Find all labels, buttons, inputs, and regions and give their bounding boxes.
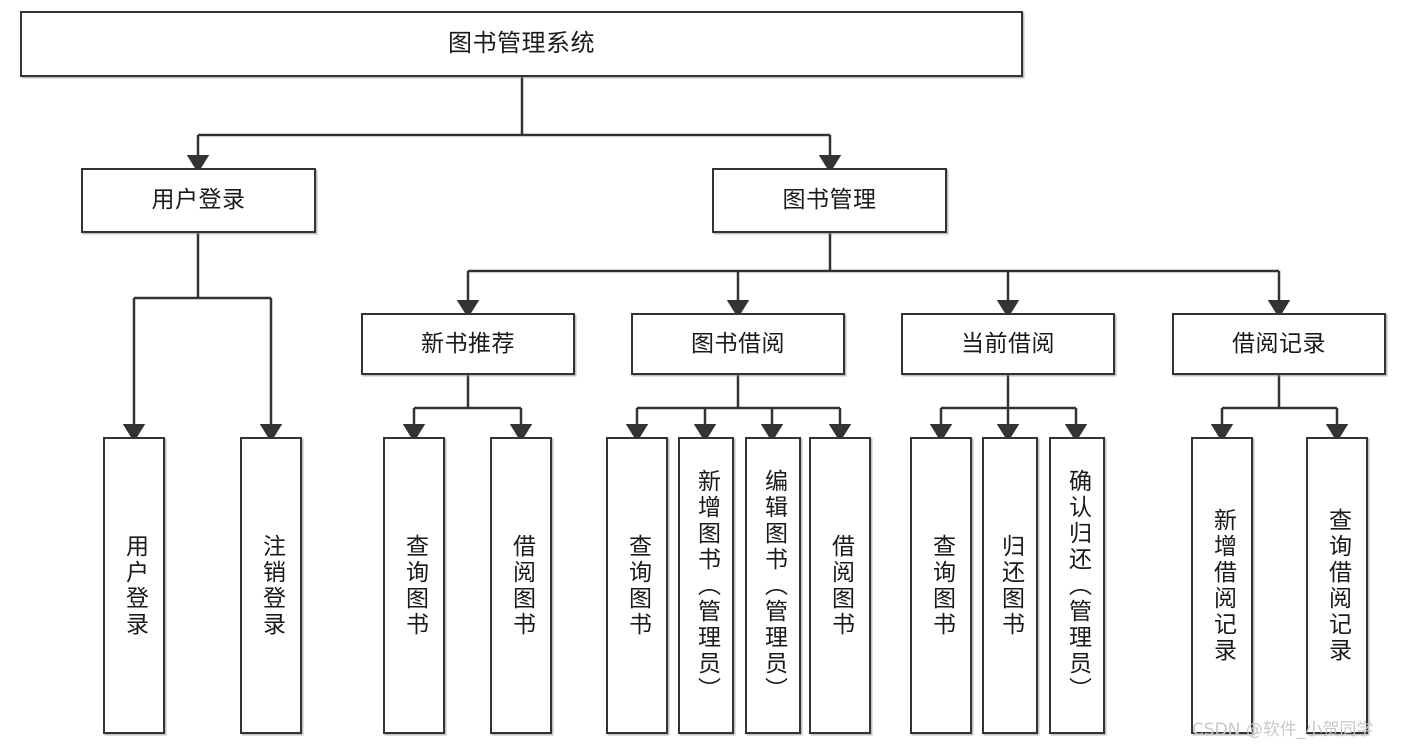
node-label: 用户登录 (151, 187, 246, 214)
node-label: 借阅记录 (1232, 330, 1326, 357)
leaf-user-login-login[interactable]: 用户登录 (103, 437, 165, 734)
node-label: 借阅图书 (508, 533, 535, 638)
node-label: 图书管理系统 (448, 29, 595, 58)
node-new-book-recommend[interactable]: 新书推荐 (361, 313, 575, 375)
node-label: 查询图书 (624, 533, 651, 638)
node-label: 图书借阅 (691, 330, 785, 357)
node-label: 图书管理 (782, 187, 877, 214)
node-current-borrow[interactable]: 当前借阅 (901, 313, 1115, 375)
leaf-book-borrow-borrow-books[interactable]: 借阅图书 (809, 437, 871, 734)
node-label: 借阅图书 (827, 533, 854, 638)
leaf-borrow-record-query-record[interactable]: 查询借阅记录 (1306, 437, 1368, 734)
leaf-new-book-borrow-books[interactable]: 借阅图书 (490, 437, 552, 734)
node-root-book-management-system[interactable]: 图书管理系统 (20, 11, 1023, 77)
leaf-borrow-record-add-record[interactable]: 新增借阅记录 (1191, 437, 1253, 734)
leaf-book-borrow-edit-book-admin[interactable]: 编辑图书（管理员） (745, 437, 801, 734)
leaf-current-borrow-query-books[interactable]: 查询图书 (910, 437, 972, 734)
node-label: 注销登录 (258, 533, 285, 638)
node-label: 用户登录 (121, 533, 148, 638)
node-label: 新书推荐 (421, 330, 515, 357)
leaf-book-borrow-add-book-admin[interactable]: 新增图书（管理员） (678, 437, 734, 734)
node-user-login[interactable]: 用户登录 (81, 168, 316, 233)
leaf-user-login-logout[interactable]: 注销登录 (240, 437, 302, 734)
node-label: 查询图书 (928, 533, 955, 638)
node-label: 当前借阅 (961, 330, 1055, 357)
leaf-current-borrow-return-books[interactable]: 归还图书 (982, 437, 1038, 734)
node-borrow-record[interactable]: 借阅记录 (1172, 313, 1386, 375)
node-label: 查询借阅记录 (1324, 507, 1351, 664)
node-label: 确认归还（管理员） (1064, 468, 1091, 703)
node-book-management[interactable]: 图书管理 (712, 168, 947, 233)
leaf-book-borrow-query-books[interactable]: 查询图书 (606, 437, 668, 734)
node-book-borrow[interactable]: 图书借阅 (631, 313, 845, 375)
csdn-watermark: CSDN @软件_小贺同学 (1192, 720, 1374, 740)
leaf-current-borrow-confirm-return-admin[interactable]: 确认归还（管理员） (1049, 437, 1105, 734)
node-label: 查询图书 (401, 533, 428, 638)
leaf-new-book-query-books[interactable]: 查询图书 (383, 437, 445, 734)
node-label: 新增借阅记录 (1209, 507, 1236, 664)
node-label: 编辑图书（管理员） (760, 468, 787, 703)
node-label: 归还图书 (997, 533, 1024, 638)
node-label: 新增图书（管理员） (693, 468, 720, 703)
